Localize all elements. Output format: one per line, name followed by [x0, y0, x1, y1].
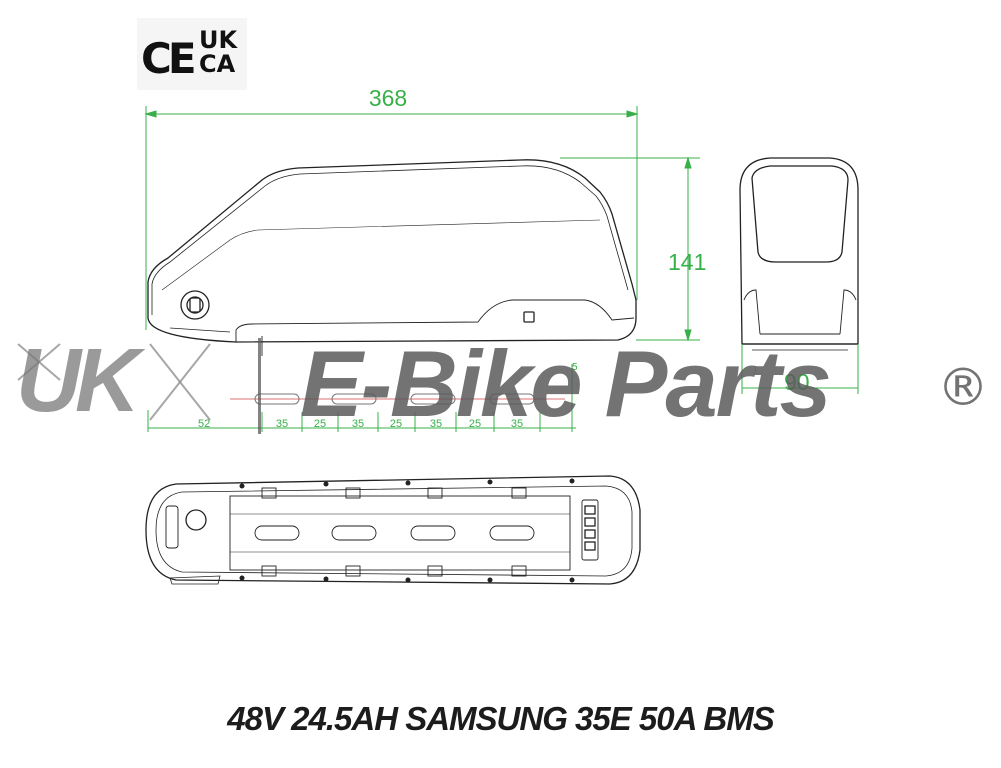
spacing-label: 25 — [469, 418, 481, 430]
height-dimension-label: 141 — [668, 249, 706, 275]
ukca-line-2: CA — [199, 50, 236, 78]
spacing-label: 25 — [314, 418, 326, 430]
certification-marks: CE UK CA — [137, 18, 247, 90]
mount-rail — [230, 393, 565, 405]
ce-mark: CE — [141, 34, 196, 83]
ukca-mark: UK CA — [199, 28, 243, 76]
watermark-flag — [17, 343, 211, 421]
dimension-lines — [144, 106, 859, 432]
bottom-view — [145, 475, 641, 585]
spacing-label: 35 — [352, 418, 364, 430]
ukca-line-1: UK — [199, 26, 238, 54]
watermark-uk: UK — [16, 331, 140, 431]
spacing-left-label: 52 — [198, 418, 210, 430]
side-view — [147, 159, 637, 356]
registered-mark: ® — [937, 358, 989, 418]
watermark-brand: E-Bike Parts — [300, 331, 832, 436]
spacing-label: 35 — [276, 418, 288, 430]
mount-offset-label: 5 — [572, 362, 578, 373]
end-view — [739, 157, 859, 351]
watermark-divider — [258, 338, 261, 434]
spacing-label: 35 — [430, 418, 442, 430]
product-caption: 48V 24.5AH SAMSUNG 35E 50A BMS — [227, 700, 775, 737]
spacing-label: 25 — [390, 418, 402, 430]
length-dimension-label: 368 — [369, 85, 407, 111]
spacing-label: 35 — [511, 418, 523, 430]
spacing-labels: 35 25 35 25 35 25 35 — [276, 418, 523, 430]
width-dimension-label: 90 — [784, 369, 810, 395]
